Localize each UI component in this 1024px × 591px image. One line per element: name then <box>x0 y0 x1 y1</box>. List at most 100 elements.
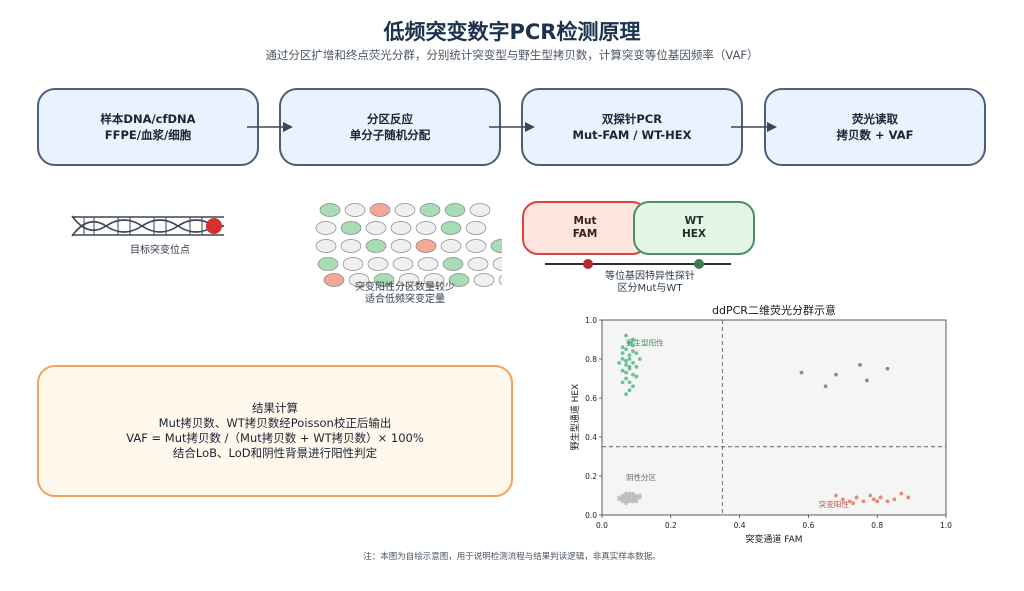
wt-droplet <box>340 221 362 235</box>
wt-droplet <box>440 221 462 235</box>
wt-droplet <box>365 239 387 253</box>
chart-title: ddPCR二维荧光分群示意 <box>712 303 836 317</box>
negative-droplet <box>315 239 337 253</box>
cluster-annotation: 突变阳性 <box>819 499 849 509</box>
negative-droplet <box>469 203 491 217</box>
droplet-point <box>861 499 866 504</box>
droplet-point <box>624 497 628 502</box>
droplet-point <box>627 366 632 371</box>
droplet-point <box>631 343 635 348</box>
droplet-point <box>875 499 880 504</box>
step-partition-line1: 分区反应 <box>367 112 413 126</box>
wt-probe-line1: WT <box>684 215 704 227</box>
wt-droplet <box>448 273 470 287</box>
mut-droplet <box>323 273 345 287</box>
chart-xlabel: 突变通道 FAM <box>745 533 802 545</box>
result-line-vaf: VAF = Mut拷贝数 /（Mut拷贝数 + WT拷贝数）× 100% <box>126 431 424 445</box>
droplet-point <box>634 493 639 498</box>
negative-droplet <box>473 273 495 287</box>
droplet-point <box>840 497 845 502</box>
droplet-point <box>634 374 639 379</box>
negative-droplet <box>498 274 502 286</box>
step-readout-line1: 荧光读取 <box>852 112 898 126</box>
droplet-point <box>617 497 622 502</box>
step-readout: 荧光读取 拷贝数 + VAF <box>764 88 986 166</box>
droplet-point <box>878 495 883 500</box>
mut-target-dot <box>583 259 593 269</box>
negative-droplet <box>390 239 412 253</box>
droplet-point <box>620 497 625 502</box>
negative-droplet <box>315 221 337 235</box>
droplet-point <box>631 372 635 377</box>
step-sample-line2: FFPE/血浆/细胞 <box>104 128 192 142</box>
negative-droplet <box>342 257 364 271</box>
y-tick-label: 0.4 <box>585 433 597 442</box>
negative-droplet <box>398 273 420 287</box>
droplet-point <box>834 372 838 377</box>
footnote: 注：本图为自绘示意图，用于说明检测流程与结果判读逻辑，非真实样本数据。 <box>363 552 661 562</box>
step-partition: 分区反应 单分子随机分配 <box>279 88 501 166</box>
negative-droplet <box>492 257 502 271</box>
dna-caption: 目标突变位点 <box>130 245 190 256</box>
partition-caption-line2: 适合低频突变定量 <box>365 294 445 305</box>
x-tick-label: 0.6 <box>802 521 814 530</box>
droplet-point <box>631 491 635 496</box>
droplet-point <box>871 497 876 502</box>
negative-droplet <box>423 273 445 287</box>
droplet-point <box>620 351 625 356</box>
droplet-point <box>627 493 632 498</box>
y-tick-label: 0.8 <box>585 355 597 364</box>
negative-droplet <box>465 221 487 235</box>
mut-probe-line2: FAM <box>572 228 598 240</box>
wt-droplet <box>442 257 464 271</box>
result-calculation-box: 结果计算 Mut拷贝数、WT拷贝数经Poisson校正后输出 VAF = Mut… <box>37 365 513 497</box>
negative-droplet <box>392 257 414 271</box>
negative-droplet <box>367 257 389 271</box>
result-heading: 结果计算 <box>252 401 298 415</box>
partition-caption-line1: 突变阳性分区数量较少 <box>355 282 455 293</box>
droplet-point <box>631 384 635 389</box>
droplet-point <box>627 497 632 502</box>
droplet-point <box>858 362 862 367</box>
wt-droplet <box>490 239 502 253</box>
negative-droplet <box>440 239 462 253</box>
droplet-point <box>634 499 639 504</box>
droplet-point <box>637 493 642 498</box>
wt-droplet <box>419 203 441 217</box>
droplet-point <box>885 499 890 504</box>
droplet-point <box>627 357 632 361</box>
negative-droplet <box>394 203 416 217</box>
step-sample: 样本DNA/cfDNA FFPE/血浆/细胞 <box>37 88 259 166</box>
plot-area <box>601 319 947 516</box>
flow-arrow-1 <box>247 122 293 132</box>
droplet-point <box>620 368 625 373</box>
partition-caption: 突变阳性分区数量较少 适合低频突变定量 <box>330 282 480 306</box>
step-sample-line1: 样本DNA/cfDNA <box>100 112 196 126</box>
mut-probe: Mut FAM <box>522 201 648 255</box>
probe-caption-line2: 区分Mut与WT <box>617 283 683 294</box>
droplet-point <box>854 495 859 500</box>
droplet-point <box>624 347 628 352</box>
y-tick-label: 0.2 <box>585 472 597 481</box>
probe-caption: 等位基因特异性探针 区分Mut与WT <box>570 271 730 295</box>
page-subtitle: 通过分区扩增和终点荧光分群，分别统计突变型与野生型拷贝数，计算突变等位基因频率（… <box>265 48 759 62</box>
droplet-point <box>627 341 632 346</box>
x-tick-label: 0.2 <box>665 521 677 530</box>
cluster-annotation: 野生型阳性 <box>626 337 664 347</box>
droplet-point <box>634 351 639 356</box>
droplet-point <box>624 362 628 367</box>
probe-caption-line1: 等位基因特异性探针 <box>605 271 695 282</box>
droplet-point <box>624 370 628 375</box>
wt-droplet <box>317 257 339 271</box>
droplet-point <box>799 370 804 375</box>
wt-droplet <box>444 203 466 217</box>
dna-helix-illustration <box>71 215 224 237</box>
droplet-point <box>617 361 622 365</box>
wt-probe: WT HEX <box>633 201 755 255</box>
partition-droplets <box>315 203 502 287</box>
droplet-point <box>631 497 635 502</box>
y-tick-label: 0.6 <box>585 394 597 403</box>
negative-droplet <box>415 221 437 235</box>
droplet-point <box>847 499 852 504</box>
